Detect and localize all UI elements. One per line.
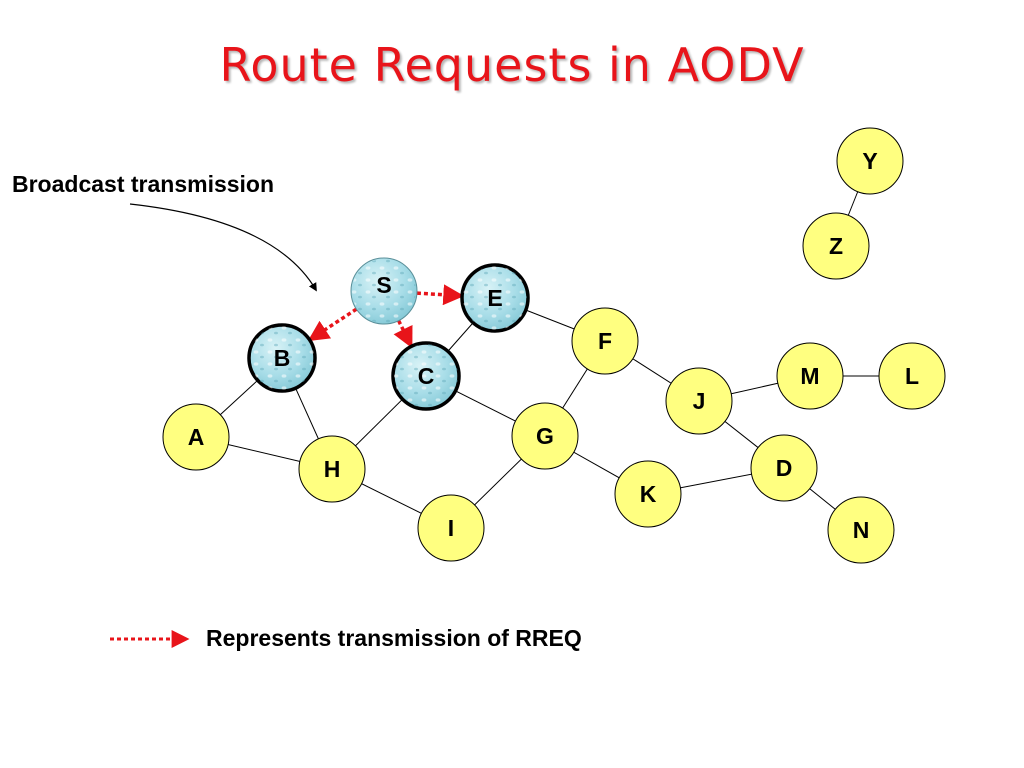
node-label: G xyxy=(536,423,554,449)
nodes-layer: S E B C A H I G F K J M L D N Y Z xyxy=(162,127,946,564)
rreq-arrow-s-e xyxy=(416,284,465,306)
node-circle xyxy=(827,496,895,564)
node-m: M xyxy=(776,342,844,410)
node-label: C xyxy=(418,363,435,389)
annotation-arrow xyxy=(129,203,317,292)
node-label: Y xyxy=(862,148,877,174)
node-c: C xyxy=(391,341,461,411)
node-circle xyxy=(571,307,639,375)
legend-label: Represents transmission of RREQ xyxy=(206,625,582,651)
node-label: A xyxy=(188,424,205,450)
broadcast-transmission-label: Broadcast transmission xyxy=(12,171,275,197)
node-label: E xyxy=(487,285,502,311)
node-a: A xyxy=(162,403,230,471)
node-label: Z xyxy=(829,233,843,259)
node-b: B xyxy=(247,323,317,393)
node-circle xyxy=(298,435,366,503)
node-e: E xyxy=(460,263,530,333)
node-circle xyxy=(836,127,904,195)
node-k: K xyxy=(614,460,682,528)
node-circle xyxy=(511,402,579,470)
node-circle xyxy=(878,342,946,410)
rreq-arrow-s-c xyxy=(393,319,413,349)
node-label: J xyxy=(693,388,706,414)
node-g: G xyxy=(511,402,579,470)
node-texture xyxy=(250,326,314,390)
slide-title: Route Requests in AODV xyxy=(219,38,805,92)
node-s: S xyxy=(350,257,418,325)
node-n: N xyxy=(827,496,895,564)
node-l: L xyxy=(878,342,946,410)
node-circle xyxy=(417,494,485,562)
node-y: Y xyxy=(836,127,904,195)
node-label: F xyxy=(598,328,612,354)
node-circle xyxy=(802,212,870,280)
node-label: I xyxy=(448,515,454,541)
node-circle xyxy=(665,367,733,435)
node-f: F xyxy=(571,307,639,375)
node-circle xyxy=(776,342,844,410)
node-label: L xyxy=(905,363,919,389)
node-j: J xyxy=(665,367,733,435)
node-z: Z xyxy=(802,212,870,280)
node-h: H xyxy=(298,435,366,503)
rreq-arrow-s-b xyxy=(307,307,358,342)
node-label: N xyxy=(853,517,870,543)
node-label: D xyxy=(776,455,793,481)
node-label: M xyxy=(800,363,819,389)
node-label: K xyxy=(640,481,657,507)
node-label: H xyxy=(324,456,341,482)
node-texture xyxy=(394,344,458,408)
rreq-arrows-layer xyxy=(307,284,465,349)
node-d: D xyxy=(750,434,818,502)
node-circle xyxy=(614,460,682,528)
node-label: S xyxy=(376,272,391,298)
node-texture xyxy=(352,259,416,323)
node-texture xyxy=(463,266,527,330)
node-circle xyxy=(162,403,230,471)
node-label: B xyxy=(274,345,291,371)
node-circle xyxy=(750,434,818,502)
node-i: I xyxy=(417,494,485,562)
